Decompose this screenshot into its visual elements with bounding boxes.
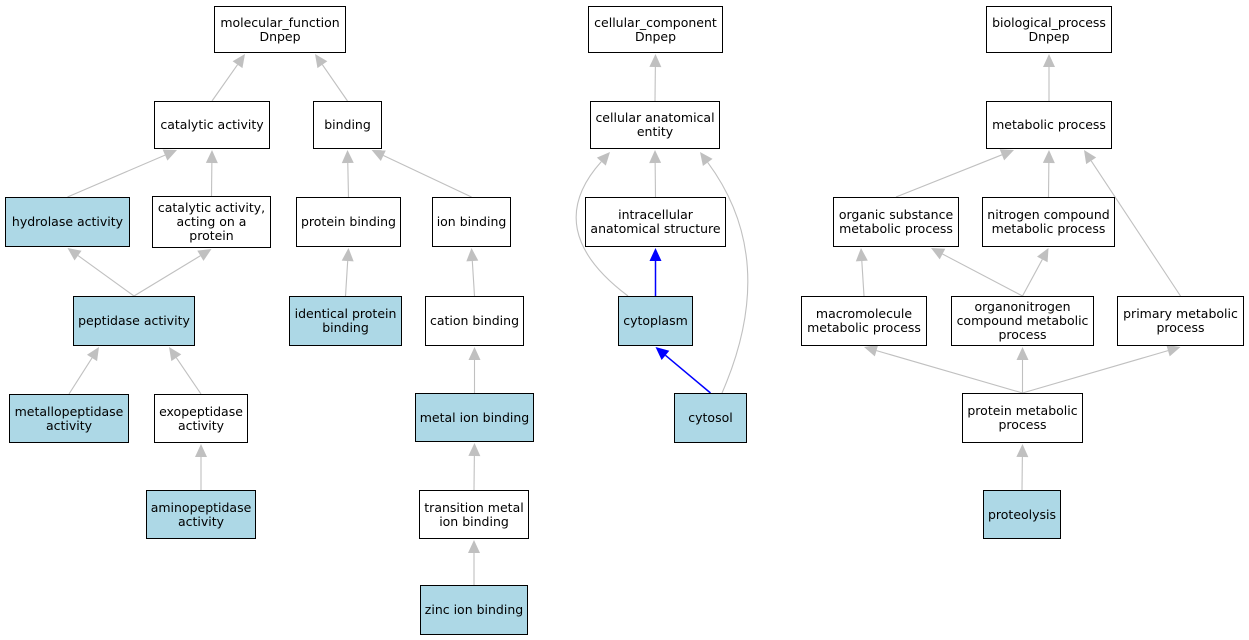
edge-metallopeptidase-to-peptidase xyxy=(68,357,93,395)
node-protein-binding[interactable]: protein binding xyxy=(296,197,401,247)
edge-arrowhead xyxy=(1037,248,1049,263)
edge-protein_metabolic-to-macromolecule xyxy=(876,350,1023,394)
edge-cytosol-to-cytoplasm xyxy=(664,354,711,394)
edge-arrowhead xyxy=(649,54,662,68)
edge-arrowhead xyxy=(371,150,386,161)
edge-arrowhead xyxy=(341,150,354,164)
node-identical-protein-binding[interactable]: identical protein binding xyxy=(289,296,402,346)
node-catalytic-activity-on-protein[interactable]: catalytic activity, acting on a protein xyxy=(152,196,271,248)
node-cation-binding[interactable]: cation binding xyxy=(425,296,524,346)
edge-arrowhead xyxy=(162,149,177,161)
edge-arrowhead xyxy=(468,443,481,457)
node-proteolysis[interactable]: proteolysis xyxy=(983,490,1061,539)
edge-arrowhead xyxy=(999,149,1014,161)
edge-catalytic-to-mf_root xyxy=(211,64,238,102)
edge-arrowhead xyxy=(649,248,662,261)
edge-cytosol-to-cae xyxy=(707,162,749,394)
node-zinc-ion-binding[interactable]: zinc ion binding xyxy=(420,585,528,635)
node-nitrogen-compound-metabolic-process[interactable]: nitrogen compound metabolic process xyxy=(982,197,1115,247)
node-metal-ion-binding[interactable]: metal ion binding xyxy=(415,393,534,442)
node-cellular-anatomical-entity[interactable]: cellular anatomical entity xyxy=(590,101,720,149)
edge-binding-to-mf_root xyxy=(321,64,348,102)
node-metallopeptidase-activity[interactable]: metallopeptidase activity xyxy=(9,394,129,443)
node-cytosol[interactable]: cytosol xyxy=(674,393,747,443)
node-transition-metal-ion-binding[interactable]: transition metal ion binding xyxy=(419,490,529,539)
edge-identical_protein-to-protein_binding xyxy=(344,260,349,297)
edge-arrowhead xyxy=(1016,347,1029,360)
edge-ion_binding-to-binding xyxy=(383,155,472,198)
edge-arrowhead xyxy=(1084,150,1097,165)
edge-primary-to-metabolic xyxy=(1090,160,1181,297)
node-cytoplasm[interactable]: cytoplasm xyxy=(618,296,693,346)
edge-arrowhead xyxy=(86,347,99,362)
edge-macromolecule-to-organic xyxy=(861,260,865,297)
edge-peptidase-to-hydrolase xyxy=(77,255,135,297)
node-biological-process-root[interactable]: biological_process Dnpep xyxy=(986,6,1112,53)
node-intracellular-anatomical-structure[interactable]: intracellular anatomical structure xyxy=(585,197,726,247)
node-macromolecule-metabolic-process[interactable]: macromolecule metabolic process xyxy=(801,296,927,346)
edge-organic-to-metabolic xyxy=(895,154,1003,198)
edge-arrowhead xyxy=(466,248,479,262)
edge-arrowhead xyxy=(205,150,218,164)
edge-cation_binding-to-ion_binding xyxy=(471,260,476,297)
node-protein-metabolic-process[interactable]: protein metabolic process xyxy=(962,393,1083,443)
edge-arrowhead xyxy=(700,152,713,167)
node-peptidase-activity[interactable]: peptidase activity xyxy=(73,296,195,346)
edge-protein_binding-to-binding xyxy=(347,162,350,198)
edge-arrowhead xyxy=(468,540,480,553)
edge-arrowhead xyxy=(232,54,245,69)
edge-arrowhead xyxy=(596,152,610,166)
edge-cytoplasm-to-cae xyxy=(575,161,629,297)
edge-arrowhead xyxy=(341,248,354,262)
edge-arrowhead xyxy=(315,54,328,69)
edge-arrowhead xyxy=(1042,150,1055,164)
node-organic-substance-metabolic-process[interactable]: organic substance metabolic process xyxy=(833,197,959,247)
node-hydrolase-activity[interactable]: hydrolase activity xyxy=(5,197,130,247)
edge-peptidase-to-cat_protein xyxy=(133,255,201,297)
edge-organonitrogen-to-organic xyxy=(942,253,1023,297)
node-molecular-function-root[interactable]: molecular_function Dnpep xyxy=(214,6,346,53)
node-binding[interactable]: binding xyxy=(313,101,382,149)
edge-protein_metabolic-to-primary xyxy=(1022,350,1169,394)
edge-arrowhead xyxy=(1016,444,1029,458)
edge-organonitrogen-to-nitrogen xyxy=(1022,259,1043,297)
edge-arrowhead xyxy=(169,347,182,362)
edge-arrowhead xyxy=(197,249,212,261)
node-cellular-component-root[interactable]: cellular_component Dnpep xyxy=(588,6,723,53)
node-aminopeptidase-activity[interactable]: aminopeptidase activity xyxy=(146,490,256,539)
edge-arrowhead xyxy=(855,248,868,262)
node-catalytic-activity[interactable]: catalytic activity xyxy=(154,101,270,149)
edge-arrowhead xyxy=(1043,54,1055,67)
edge-arrowhead xyxy=(67,248,82,261)
node-primary-metabolic-process[interactable]: primary metabolic process xyxy=(1117,296,1244,346)
edge-arrowhead xyxy=(655,347,670,360)
edge-arrowhead xyxy=(195,444,207,457)
edge-hydrolase-to-catalytic xyxy=(67,154,166,198)
node-exopeptidase-activity[interactable]: exopeptidase activity xyxy=(154,394,248,443)
edge-arrowhead xyxy=(1166,344,1181,357)
node-metabolic-process[interactable]: metabolic process xyxy=(986,101,1112,149)
edge-arrowhead xyxy=(468,347,481,360)
node-ion-binding[interactable]: ion binding xyxy=(432,197,511,247)
edge-exopeptidase-to-peptidase xyxy=(175,357,202,395)
edge-arrowhead xyxy=(649,150,662,164)
node-organonitrogen-compound-metabolic-process[interactable]: organonitrogen compound metabolic proces… xyxy=(951,296,1094,346)
edge-arrowhead xyxy=(931,248,946,260)
edge-arrowhead xyxy=(864,344,879,357)
